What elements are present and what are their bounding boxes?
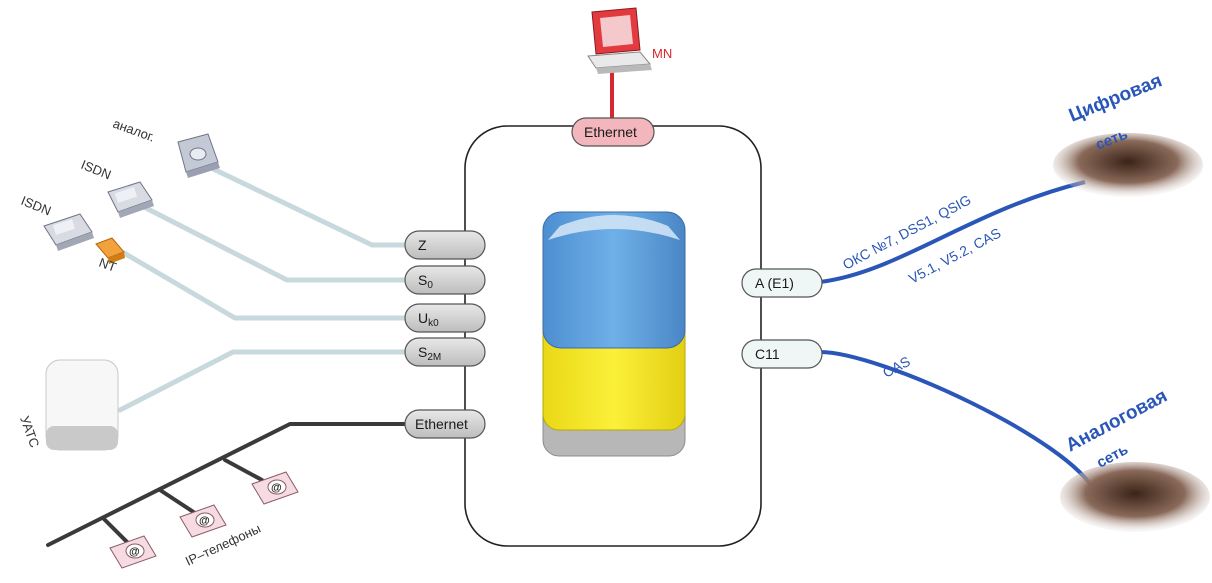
trunk-digital xyxy=(819,180,1086,284)
ip-phone-2-symbol: @ xyxy=(199,515,210,527)
svg-text:S2M: S2M xyxy=(418,344,441,363)
line-uats-to-s2m xyxy=(117,349,413,413)
line-isdn1-to-s0 xyxy=(137,202,413,283)
ip-phone-2-icon[interactable]: @ xyxy=(179,504,227,538)
ethernet-drop-2 xyxy=(158,488,197,515)
port-a-e1-label: A (E1) xyxy=(755,275,794,291)
svg-text:C11: C11 xyxy=(755,346,780,362)
ethernet-bus-main xyxy=(46,422,412,547)
svg-text:Z: Z xyxy=(418,237,427,253)
analog-label: аналог. xyxy=(111,116,157,145)
uats-label: УАТС xyxy=(17,414,42,450)
port-c11[interactable]: C11 xyxy=(741,339,823,369)
monitor-label: MN xyxy=(652,46,672,61)
ethernet-drop-1 xyxy=(101,516,132,547)
svg-text:S0: S0 xyxy=(418,272,433,291)
monitor-icon[interactable] xyxy=(587,7,652,74)
protocol-digital-2: V5.1, V5.2, CAS xyxy=(906,225,1004,287)
digital-network-hole xyxy=(1053,133,1203,197)
trunk-analog xyxy=(819,350,1097,493)
isdn-1-label: ISDN xyxy=(79,157,113,183)
stack-blue-block xyxy=(542,211,686,349)
analog-phone-icon[interactable] xyxy=(177,133,220,178)
ip-phone-1-symbol: @ xyxy=(129,546,140,558)
switch-stack xyxy=(542,211,686,457)
port-ethernet-top[interactable]: Ethernet xyxy=(571,117,655,147)
port-ethernet-left[interactable]: Ethernet xyxy=(404,409,486,439)
port-s0-sub: 0 xyxy=(427,280,433,291)
ethernet-drop-3 xyxy=(223,458,264,482)
port-uk0-sub: k0 xyxy=(428,318,439,329)
port-s2m[interactable]: S2M xyxy=(404,337,486,367)
port-uk0[interactable]: Uk0 xyxy=(404,303,486,333)
svg-text:A (E1): A (E1) xyxy=(755,275,794,291)
ip-phone-3-symbol: @ xyxy=(271,482,282,494)
ethernet-bus xyxy=(46,422,412,547)
port-uk0-label: U xyxy=(418,310,428,326)
port-s0-label: S xyxy=(418,272,427,288)
svg-text:Uk0: Uk0 xyxy=(418,310,439,329)
port-a-e1[interactable]: A (E1) xyxy=(741,268,823,298)
svg-text:Ethernet: Ethernet xyxy=(584,124,637,140)
isdn-phone-1-icon[interactable] xyxy=(107,181,154,218)
svg-text:Ethernet: Ethernet xyxy=(415,416,468,432)
uats-box-icon[interactable] xyxy=(45,359,119,451)
ip-phone-1-icon[interactable]: @ xyxy=(109,535,157,569)
line-analog-to-z xyxy=(202,162,413,248)
isdn-2-label: ISDN xyxy=(19,193,53,219)
port-s2m-sub: 2M xyxy=(427,352,441,363)
port-ethernet-top-label: Ethernet xyxy=(584,124,637,140)
line-nt-to-uk0 xyxy=(121,250,413,321)
port-c11-label: C11 xyxy=(755,346,780,362)
port-z-label: Z xyxy=(418,237,427,253)
port-ethernet-left-label: Ethernet xyxy=(415,416,468,432)
nt-box-icon[interactable] xyxy=(95,237,125,264)
port-s0[interactable]: S0 xyxy=(404,265,486,295)
ip-phone-3-icon[interactable]: @ xyxy=(251,471,299,505)
subscriber-lines xyxy=(117,162,413,413)
isdn-phone-2-icon[interactable] xyxy=(43,213,94,251)
analog-network-hole xyxy=(1060,462,1210,532)
port-z[interactable]: Z xyxy=(404,230,486,260)
stack-blue-top xyxy=(548,215,680,240)
digital-network-title: Цифровая xyxy=(1066,70,1165,126)
nt-label: NT xyxy=(97,255,118,275)
port-s2m-label: S xyxy=(418,344,427,360)
